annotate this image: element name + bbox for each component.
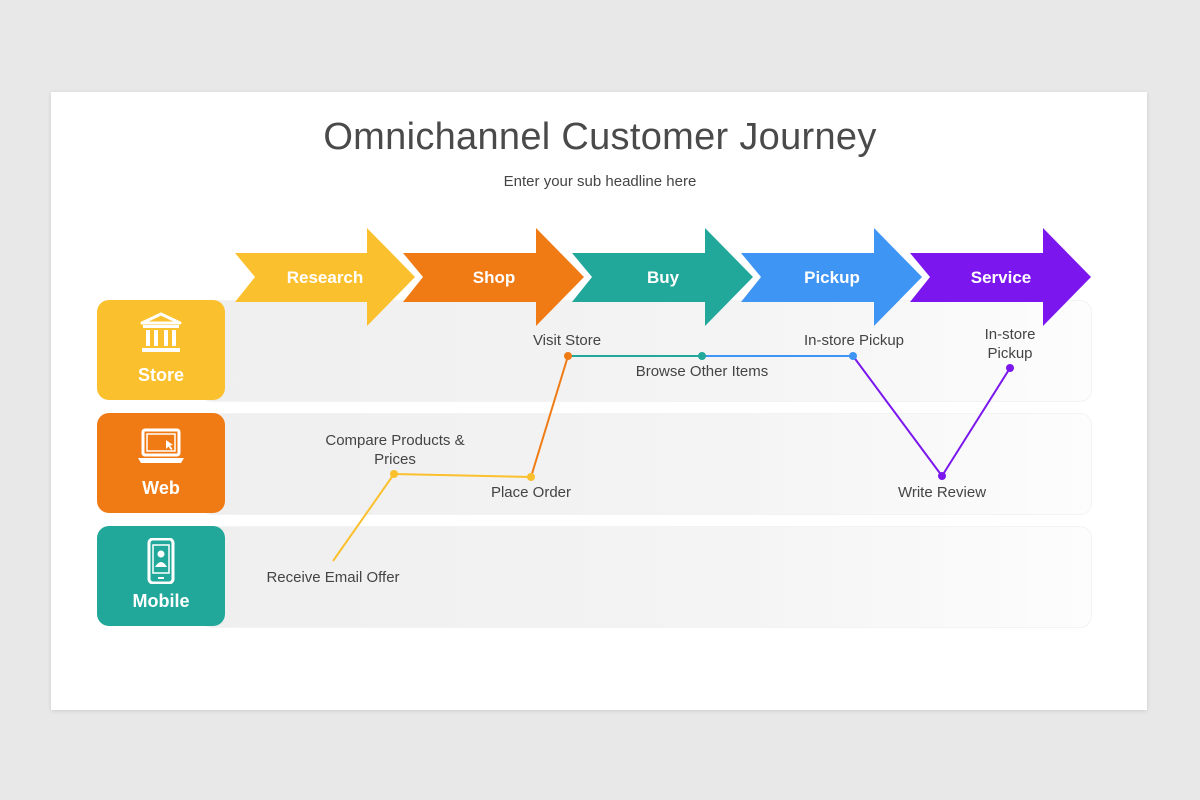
stage-label-research: Research <box>287 268 364 287</box>
step-place-order: Place Order <box>490 484 572 501</box>
page-subtitle: Enter your sub headline here <box>503 173 697 190</box>
lane-mobile <box>200 526 1092 628</box>
path-segment <box>393 473 532 478</box>
step-write-review: Write Review <box>897 484 987 501</box>
step-visit-store: Visit Store <box>532 332 602 349</box>
stage-arrow-research <box>235 228 415 326</box>
step-instore-pickup-2-line2: Pickup <box>987 345 1033 362</box>
channel-store: Store <box>97 300 225 400</box>
step-compare-products-line2: Prices <box>374 451 416 468</box>
channel-label: Web <box>142 478 180 498</box>
stage-arrow-pickup <box>741 228 922 326</box>
stage-label-shop: Shop <box>473 268 516 287</box>
step-instore-pickup-2-line1: In-store <box>984 326 1036 343</box>
path-node-instore-pickup-2 <box>1006 364 1014 372</box>
step-instore-pickup-2: In-store Pickup <box>965 325 1055 363</box>
laptop-icon <box>97 425 225 467</box>
step-receive-email-offer: Receive Email Offer <box>266 569 400 586</box>
step-instore-pickup: In-store Pickup <box>803 332 905 349</box>
stage-arrow-buy <box>572 228 753 326</box>
path-segment <box>941 367 1011 477</box>
channel-label: Store <box>137 365 184 385</box>
step-compare-products: Compare Products & Prices <box>305 431 485 469</box>
step-browse-other-items: Browse Other Items <box>635 363 769 380</box>
smartphone-icon <box>97 538 225 584</box>
stage-label-buy: Buy <box>647 268 680 287</box>
path-node-place-order <box>527 473 535 481</box>
path-node-visit-store <box>564 352 572 360</box>
path-node-browse <box>698 352 706 360</box>
path-node-compare <box>390 470 398 478</box>
stage-label-pickup: Pickup <box>804 268 860 287</box>
stage-arrow-shop <box>403 228 584 326</box>
path-node-instore-pickup <box>849 352 857 360</box>
bank-icon <box>97 312 225 354</box>
channel-label: Mobile <box>132 591 190 611</box>
path-segment <box>332 473 395 562</box>
lane-store <box>200 300 1092 402</box>
page-title: Omnichannel Customer Journey <box>323 116 877 158</box>
step-compare-products-line1: Compare Products & <box>325 432 465 449</box>
path-segment <box>852 355 943 477</box>
lane-web <box>200 413 1092 515</box>
channel-mobile: Mobile <box>97 526 225 626</box>
path-segment <box>530 355 569 478</box>
stage-label-service: Service <box>971 268 1032 287</box>
path-node-write-review <box>938 472 946 480</box>
channel-web: Web <box>97 413 225 513</box>
stage-arrow-service <box>910 228 1091 326</box>
